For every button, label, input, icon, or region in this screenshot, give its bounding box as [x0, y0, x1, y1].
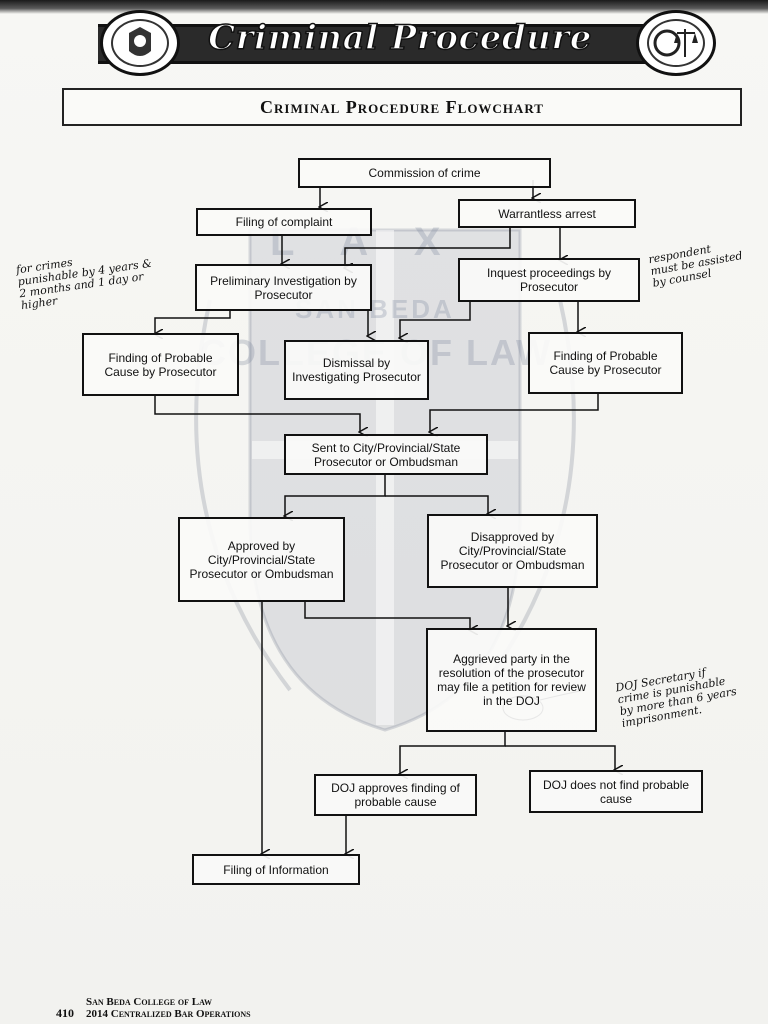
box-doj-not-find: DOJ does not find probable cause: [529, 770, 703, 813]
subtitle-box: Criminal Procedure Flowchart: [62, 88, 742, 126]
footer-school: San Beda College of Law: [86, 996, 212, 1008]
banner-ribbon: [98, 24, 702, 64]
box-filing-of-information: Filing of Information: [192, 854, 360, 885]
box-disapproved: Disapproved by City/Provincial/State Pro…: [427, 514, 598, 588]
box-sent-to-prosecutor: Sent to City/Provincial/State Prosecutor…: [284, 434, 488, 475]
box-approved: Approved by City/Provincial/State Prosec…: [178, 517, 345, 602]
box-preliminary-investigation: Preliminary Investigation by Prosecutor: [195, 264, 372, 311]
lion-scales-icon: [636, 10, 716, 76]
footer-operations: 2014 Centralized Bar Operations: [86, 1008, 251, 1020]
box-inquest-proceedings: Inquest proceedings by Prosecutor: [458, 258, 640, 302]
box-aggrieved-party: Aggrieved party in the resolution of the…: [426, 628, 597, 732]
box-doj-approves: DOJ approves finding of probable cause: [314, 774, 477, 816]
box-dismissal: Dismissal by Investigating Prosecutor: [284, 340, 429, 400]
school-crest-icon: [100, 10, 180, 76]
box-commission-of-crime: Commission of crime: [298, 158, 551, 188]
header-banner: Criminal Procedure: [58, 10, 742, 76]
box-finding-probable-cause-left: Finding of Probable Cause by Prosecutor: [82, 333, 239, 396]
box-warrantless-arrest: Warrantless arrest: [458, 199, 636, 228]
box-filing-of-complaint: Filing of complaint: [196, 208, 372, 236]
page-title: Criminal Procedure Flowchart: [260, 97, 544, 117]
banner-title: Criminal Procedure: [207, 17, 592, 59]
box-finding-probable-cause-right: Finding of Probable Cause by Prosecutor: [528, 332, 683, 394]
page-number: 410: [56, 1006, 74, 1020]
page-edge-shadow: [0, 0, 768, 14]
